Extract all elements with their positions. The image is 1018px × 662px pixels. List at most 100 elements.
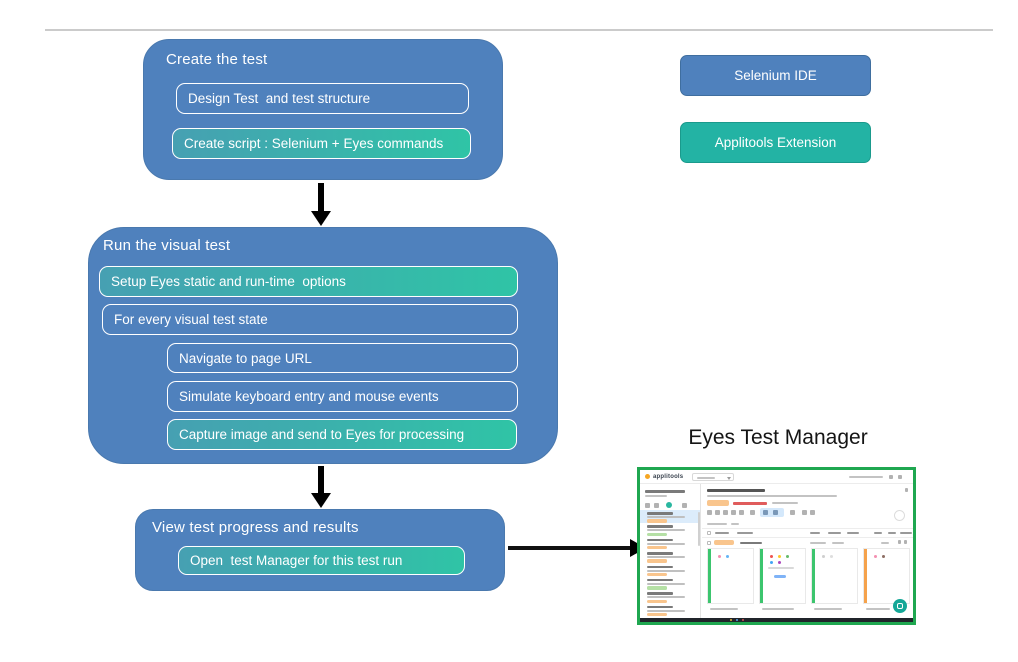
arrow-stem (318, 466, 324, 493)
taskbar-speck (736, 619, 738, 621)
flow-step-create-script: Create script : Selenium + Eyes commands (172, 128, 471, 159)
thumbnail-content-speck (770, 561, 773, 564)
chat-bubble-button (893, 599, 907, 613)
status-text-placeholder (772, 502, 798, 504)
toolbar-icon (723, 510, 728, 515)
flow-step-open-test-manager: Open test Manager for this test run (178, 546, 465, 575)
thumb-caption-placeholder (866, 608, 890, 610)
thumb-caption-placeholder (762, 608, 794, 610)
sidebar-run-item (640, 550, 700, 563)
column-header-placeholder (715, 532, 729, 534)
manager-sidebar (640, 484, 701, 618)
thumbnail-text-placeholder (768, 567, 794, 569)
thumbnail-content-speck (874, 555, 877, 558)
thumbnail-content-speck (786, 555, 789, 558)
applitools-logo-icon (645, 474, 650, 479)
flow-box-title: Run the visual test (103, 237, 231, 254)
row-cell-placeholder (810, 541, 826, 544)
batch-subtitle-placeholder (707, 495, 837, 497)
thumbnail-card (759, 548, 806, 604)
sidebar-run-item (640, 564, 700, 577)
flow-box-run-visual-test: Run the visual test Setup Eyes static an… (88, 227, 558, 464)
thumbnail-content-speck (726, 555, 729, 558)
taskbar-speck (730, 619, 732, 621)
sidebar-header-placeholder (645, 490, 685, 493)
topbar-icon (898, 474, 902, 479)
user-menu-placeholder (849, 476, 883, 478)
top-divider-line (45, 29, 993, 31)
flow-step-capture-image: Capture image and send to Eyes for proce… (167, 419, 517, 450)
thumbnail-content-speck (778, 561, 781, 564)
chat-bubble-icon (897, 603, 903, 609)
sidebar-run-item (640, 537, 700, 550)
taskbar-speck (742, 619, 744, 621)
thumbnail-content-speck (822, 555, 825, 558)
column-header-placeholder (847, 532, 859, 534)
captured-taskbar (640, 618, 913, 622)
column-header-placeholder (888, 532, 896, 534)
thumbnail-card (811, 548, 858, 604)
grid-view-icon (763, 510, 768, 515)
sidebar-toolbar-icon (682, 503, 687, 508)
down-arrow-run-to-view (311, 466, 331, 508)
down-arrow-create-to-run (311, 183, 331, 226)
thumbnail-content-speck (718, 555, 721, 558)
applitools-logo-text: applitools (653, 473, 684, 480)
thumbnail-content-speck (882, 555, 885, 558)
status-text-placeholder (733, 502, 767, 505)
flow-step-simulate-events: Simulate keyboard entry and mouse events (167, 381, 518, 412)
sidebar-run-item (640, 604, 700, 617)
test-results-dropdown (692, 473, 734, 481)
help-circle-icon (894, 510, 905, 521)
thumbnail-content-speck (778, 555, 781, 558)
group-by-placeholder (707, 523, 727, 525)
sidebar-scrollbar (697, 512, 700, 546)
eyes-test-manager-screenshot: applitools (637, 467, 916, 625)
row-action-icon (903, 540, 907, 544)
flow-step-design-test: Design Test and test structure (176, 83, 469, 114)
chevron-down-icon (727, 476, 731, 480)
flow-box-view-results: View test progress and results Open test… (135, 509, 505, 591)
eyes-test-manager-title: Eyes Test Manager (688, 426, 868, 449)
arrow-head-icon (311, 211, 331, 226)
arrow-stem (508, 546, 632, 550)
toolbar-active-group (760, 508, 784, 517)
close-icon (904, 488, 908, 492)
sidebar-run-item (640, 523, 700, 537)
right-arrow-to-manager (508, 539, 646, 557)
divider (702, 537, 913, 538)
thumbnail-card (863, 548, 910, 604)
row-action-icon (897, 540, 901, 544)
status-badge (707, 500, 729, 506)
toolbar-icon (810, 510, 815, 515)
thumbnail-content-speck (830, 555, 833, 558)
thumbnail-card (707, 548, 754, 604)
thumbnail-status-bar (760, 549, 763, 603)
thumb-caption-placeholder (710, 608, 738, 610)
sidebar-toolbar-icon (654, 503, 659, 508)
row-checkbox (707, 541, 711, 545)
toolbar-icon (739, 510, 744, 515)
divider (702, 528, 913, 529)
column-header-placeholder (828, 532, 841, 534)
list-view-icon (773, 510, 778, 515)
column-header-placeholder (900, 532, 912, 534)
toolbar-icon (731, 510, 736, 515)
manager-main-panel (702, 484, 913, 618)
sidebar-toolbar-icon (645, 503, 650, 508)
column-header-placeholder (810, 532, 820, 534)
thumb-caption-placeholder (814, 608, 842, 610)
toolbar-icon (715, 510, 720, 515)
row-status-badge (714, 540, 734, 545)
flow-box-create-the-test: Create the test Design Test and test str… (143, 39, 503, 180)
sidebar-subheader-placeholder (645, 495, 667, 497)
sidebar-run-item (640, 577, 700, 590)
side-button-selenium-ide: Selenium IDE (680, 55, 871, 96)
flow-step-for-every-state: For every visual test state (102, 304, 518, 335)
thumbnail-status-bar (864, 549, 867, 603)
column-header-placeholder (874, 532, 882, 534)
row-name-placeholder (740, 541, 762, 544)
toolbar-icon (802, 510, 807, 515)
select-all-checkbox (707, 531, 711, 535)
flow-box-title: Create the test (166, 51, 268, 68)
